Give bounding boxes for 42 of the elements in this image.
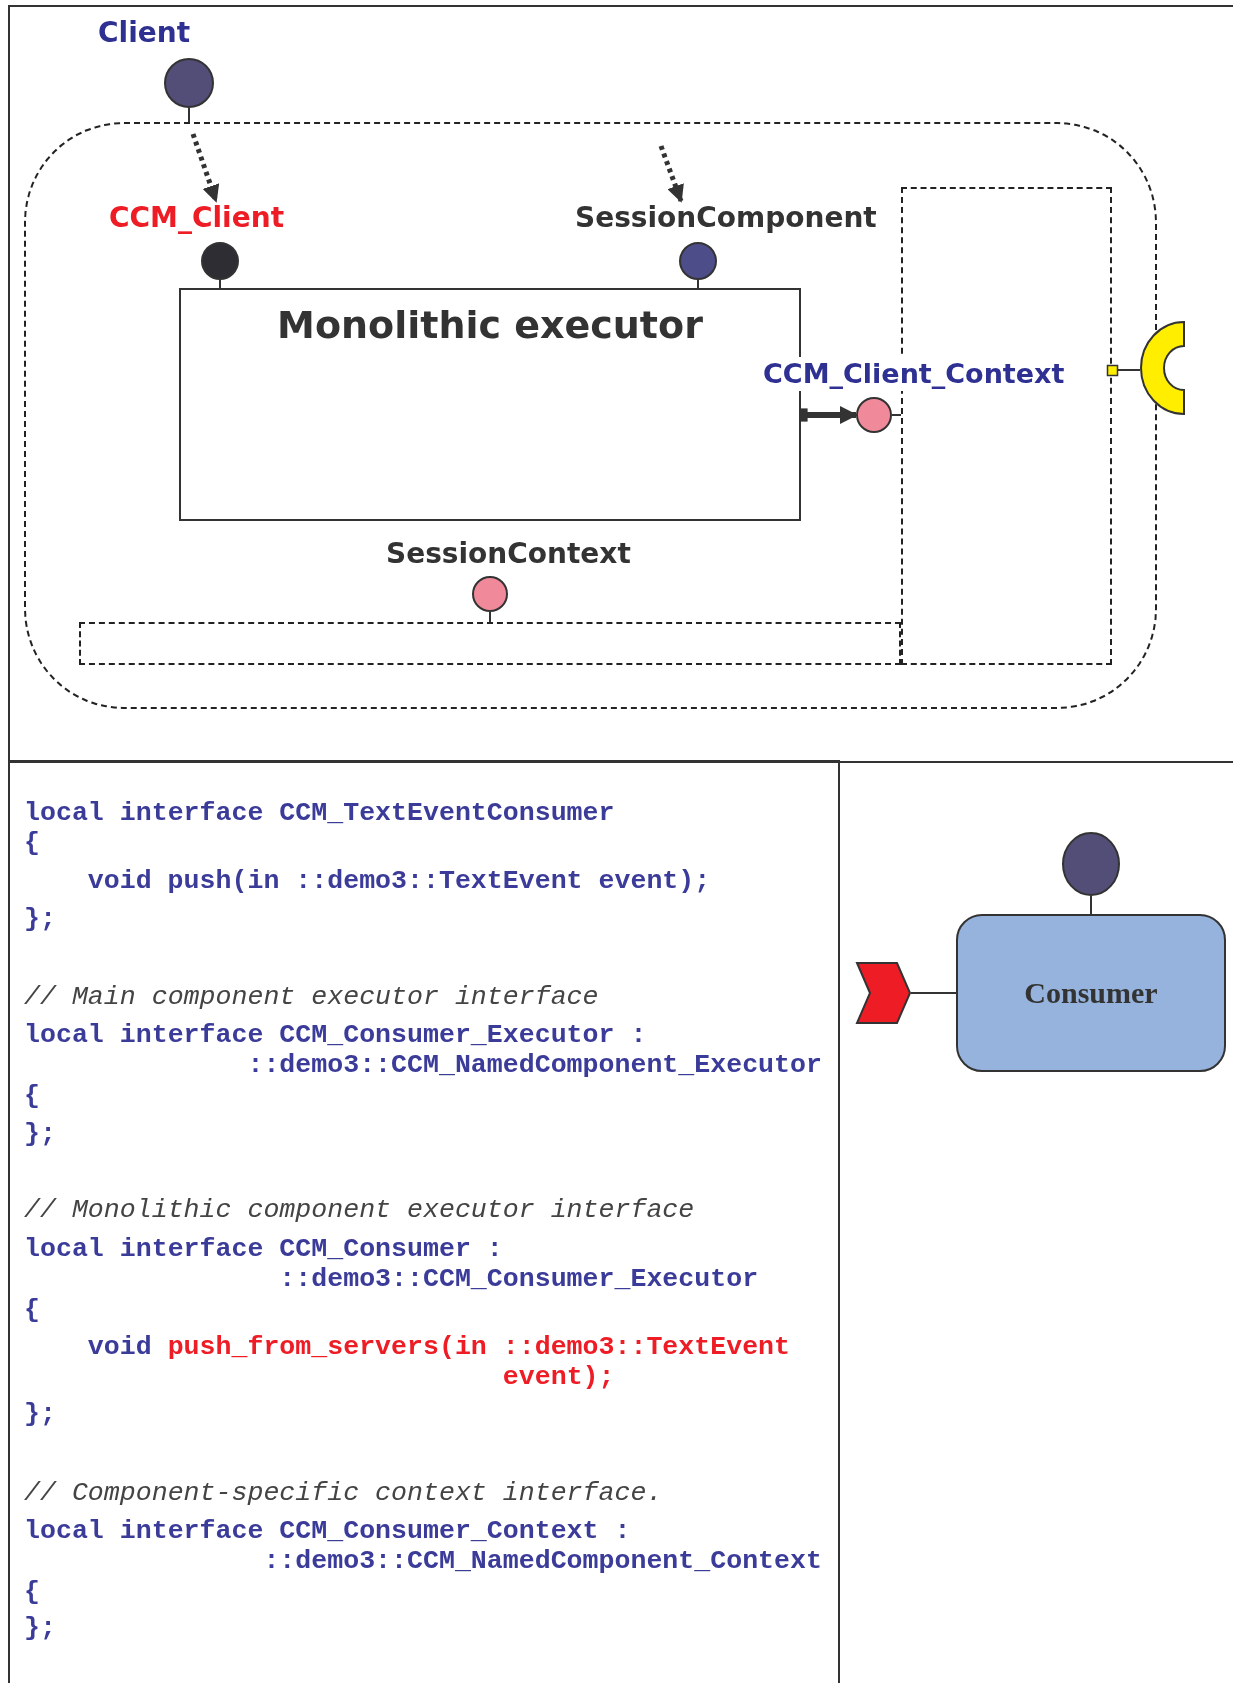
connector-line — [219, 279, 221, 289]
connector-line — [697, 279, 699, 289]
port-label: SessionContext — [386, 537, 631, 571]
connector-line — [1090, 895, 1092, 915]
port-label: CCM_Client — [109, 201, 284, 235]
code-line: }; — [24, 1118, 56, 1150]
code-line: }; — [24, 1398, 56, 1430]
code-line: { — [24, 827, 40, 859]
port-label: SessionComponent — [575, 201, 877, 235]
code-line: { — [24, 1294, 40, 1326]
code-line: event); — [502, 1361, 615, 1393]
component-box — [956, 914, 1226, 1072]
arrow — [190, 133, 220, 203]
code-line: local interface CCM_Consumer_Context : — [24, 1515, 631, 1547]
code-line: ::demo3::CCM_NamedComponent_Context — [263, 1545, 822, 1577]
connector-line — [891, 414, 902, 416]
component-name: Consumer — [1024, 975, 1158, 1011]
code-comment: // Main component executor interface — [24, 981, 599, 1013]
executor-title: Monolithic executor — [277, 302, 703, 348]
code-line: ::demo3::CCM_NamedComponent_Executor — [247, 1049, 822, 1081]
code-comment: // Monolithic component executor interface — [24, 1194, 695, 1226]
code-line: local interface CCM_Consumer : — [24, 1233, 503, 1265]
code-line: local interface CCM_TextEventConsumer — [24, 797, 615, 829]
port-label: Client — [98, 16, 191, 50]
code-line: { — [24, 1576, 40, 1608]
code-line: ::demo3::CCM_Consumer_Executor — [279, 1263, 759, 1295]
connector-line — [188, 107, 190, 123]
code-line: }; — [24, 1612, 56, 1644]
code-comment: // Component-specific context interface. — [24, 1477, 663, 1509]
code-line: void — [87, 1331, 152, 1363]
dashed-boundary — [24, 122, 1157, 709]
code-line: { — [24, 1080, 40, 1112]
code-line: void push(in ::demo3::TextEvent event); — [87, 865, 711, 897]
connector-line — [1117, 369, 1141, 371]
dashed-boundary — [79, 622, 901, 665]
code-line: push_from_servers(in ::demo3::TextEvent — [167, 1331, 791, 1363]
connector-line — [910, 992, 957, 994]
code-line: }; — [24, 903, 56, 935]
code-line: local interface CCM_Consumer_Executor : — [24, 1019, 647, 1051]
context-label: CCM_Client_Context — [763, 357, 1065, 391]
arrow — [658, 145, 684, 203]
connector-line — [489, 611, 491, 623]
